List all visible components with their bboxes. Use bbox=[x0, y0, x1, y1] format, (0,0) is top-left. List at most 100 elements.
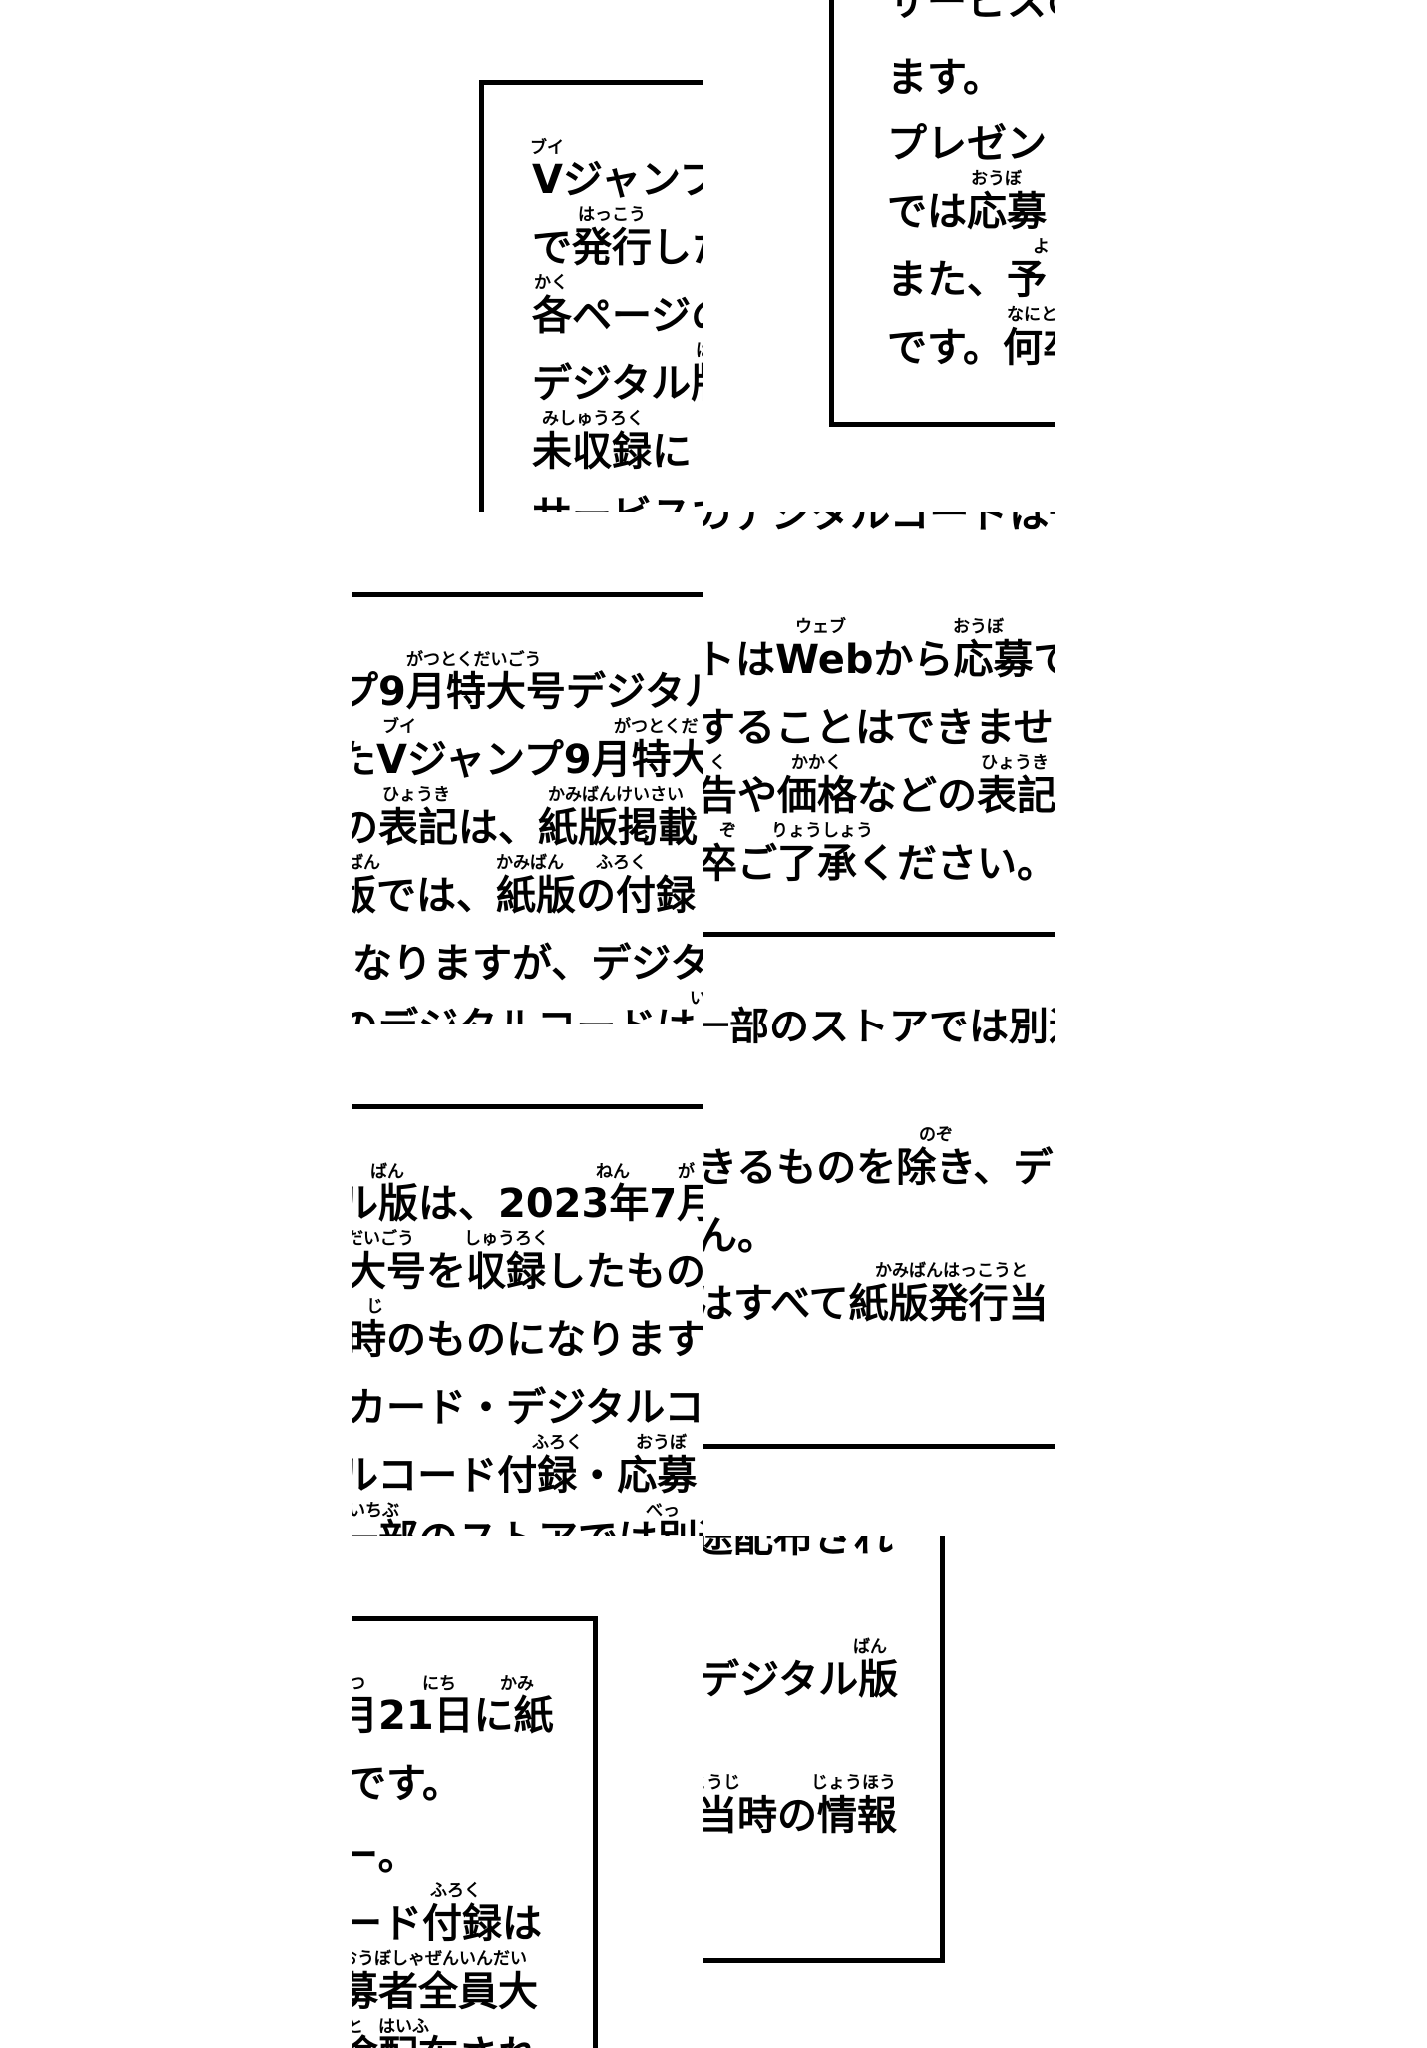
frame-top-rule bbox=[352, 1616, 598, 1621]
furigana: ばん bbox=[352, 853, 380, 873]
furigana: みしゅうろく bbox=[542, 409, 644, 429]
notice-text-line: サービスの bbox=[887, 0, 1055, 25]
furigana: おうぼ bbox=[953, 617, 1004, 637]
furigana: おうぼ bbox=[636, 1433, 687, 1453]
furigana: かかく bbox=[791, 753, 842, 773]
notice-text-line: また、予 bbox=[887, 257, 1047, 303]
notice-text-line: 一部のストアでは別途 bbox=[703, 1008, 1055, 1024]
notice-fragment-c: がつとくだいごう プ9月特大号デジタル ブイ がつとくだ たVジャンプ9月特大 … bbox=[352, 512, 703, 1024]
furigana: なにと bbox=[1007, 305, 1055, 325]
notice-text-line: デジタル版 bbox=[532, 361, 703, 407]
notice-fragment-a: ブイ Vジャンプ はっこう で発行した かく 各ページの は デジタル版 みしゅ… bbox=[0, 0, 703, 512]
furigana: つ bbox=[352, 1674, 365, 1694]
notice-text-line: カード・デジタルコー bbox=[352, 1385, 703, 1431]
notice-text-line: サービスで bbox=[532, 496, 703, 512]
notice-text-line: デジタル版 bbox=[703, 1657, 899, 1703]
furigana: い bbox=[690, 989, 703, 1009]
furigana: ぞ bbox=[719, 821, 736, 841]
notice-text-line: ん。 bbox=[703, 1213, 777, 1259]
notice-text-line: 時のものになります bbox=[352, 1317, 703, 1363]
notice-text-line: 卒ご了承ください。 bbox=[703, 841, 1055, 887]
furigana: かみばんけいさい bbox=[548, 785, 684, 805]
furigana: ウェブ bbox=[795, 617, 846, 637]
furigana: しゅうろく bbox=[464, 1229, 549, 1249]
frame-bottom-rule bbox=[703, 1444, 1055, 1449]
notice-text-line: 当時の情報 bbox=[703, 1793, 897, 1839]
furigana: が bbox=[678, 1162, 695, 1182]
furigana: りょうしょう bbox=[771, 821, 873, 841]
furigana: のぞ bbox=[919, 1125, 953, 1145]
furigana: べっ bbox=[646, 1501, 680, 1521]
notice-text-line: 未収録に bbox=[532, 429, 692, 475]
furigana: く bbox=[709, 753, 726, 773]
notice-text-line: Vジャンプ bbox=[532, 157, 703, 203]
notice-fragment-g: つ にち かみ 月21日に紙 です。 ー。 ふろく ード付録は おうぼしゃぜんい… bbox=[352, 1536, 703, 2048]
furigana: いちぶ bbox=[352, 1501, 399, 1521]
furigana: にち bbox=[422, 1674, 456, 1694]
furigana: は bbox=[696, 343, 703, 360]
furigana: かみばんはっこうと bbox=[875, 1261, 1028, 1281]
notice-text-line: はすべて紙版発行当 bbox=[703, 1281, 1049, 1327]
notice-text-line: 一部のストアでは別途 bbox=[703, 1024, 1055, 1049]
notice-text-line: 募者全員大 bbox=[352, 1969, 538, 2015]
notice-text-line: ル版は、2023年7月 bbox=[352, 1181, 703, 1227]
notice-text-line: 途配布され bbox=[703, 1536, 893, 1561]
notice-text-line: では応募 bbox=[887, 189, 1047, 235]
furigana: ひょうき bbox=[382, 785, 450, 805]
notice-text-line: 途配布され bbox=[352, 2036, 538, 2048]
furigana: よ bbox=[1033, 237, 1050, 257]
notice-frame bbox=[829, 0, 1055, 427]
notice-text-line: です。何卒 bbox=[887, 325, 1055, 371]
furigana: ブイ bbox=[530, 138, 564, 158]
furigana: じょうほう bbox=[811, 1773, 896, 1793]
furigana: がつとくだ bbox=[614, 717, 699, 737]
furigana: ねん bbox=[596, 1162, 630, 1182]
notice-text-line: のデジタルコードは bbox=[352, 1008, 696, 1024]
furigana: ふろく bbox=[596, 853, 647, 873]
furigana: ふろく bbox=[532, 1433, 583, 1453]
notice-text-line: きるものを除き、デ bbox=[703, 1145, 1054, 1191]
furigana: ブイ bbox=[382, 717, 416, 737]
notice-text-line: ルコード付録・応募 bbox=[352, 1453, 698, 1499]
notice-text-line: なりますが、デジタ bbox=[352, 941, 703, 987]
furigana: はっこう bbox=[578, 205, 646, 225]
furigana: だいごう bbox=[352, 1229, 414, 1249]
notice-text-line: ます。 bbox=[887, 55, 1003, 101]
furigana: おうぼ bbox=[971, 169, 1022, 189]
furigana: じ bbox=[366, 1297, 383, 1317]
furigana: ばん bbox=[853, 1637, 887, 1657]
frame-right-rule bbox=[593, 1616, 598, 2048]
notice-text-line: ード付録は bbox=[352, 1901, 542, 1947]
furigana: はいふ bbox=[378, 2017, 429, 2037]
notice-text-line: たVジャンプ9月特大 bbox=[352, 737, 703, 783]
notice-fragment-f: 一部のストアでは別途 のぞ きるものを除き、デ ん。 かみばんはっこうと はすべ… bbox=[703, 1024, 1055, 1536]
notice-frame bbox=[479, 80, 703, 512]
notice-text-line: ー。 bbox=[352, 1833, 418, 1879]
notice-text-line: のデジタルコードは一 bbox=[703, 512, 1055, 537]
notice-text-line: 月21日に紙 bbox=[352, 1693, 554, 1739]
notice-text-line: プ9月特大号デジタル bbox=[352, 669, 703, 715]
furigana: ふろく bbox=[430, 1881, 481, 1901]
notice-text-line: 告や価格などの表記 bbox=[703, 773, 1055, 819]
notice-fragment-e: ばん ねん が ル版は、2023年7月 だいごう しゅうろく 大号を収録したもの… bbox=[352, 1024, 703, 1536]
furigana: がつとくだいごう bbox=[406, 650, 542, 670]
notice-fragment-b: サービスの ます。 プレゼン おうぼ では応募 よ また、予 なにと です。何卒 bbox=[703, 0, 1055, 512]
frame-bottom-rule bbox=[703, 1958, 945, 1963]
notice-text-line: です。 bbox=[352, 1761, 462, 1807]
notice-text-line: プレゼン bbox=[887, 121, 1047, 167]
frame-top-rule bbox=[352, 1104, 703, 1109]
notice-text-line: の表記は、紙版掲載 bbox=[352, 805, 698, 851]
furigana: ひょうき bbox=[981, 753, 1049, 773]
frame-top-rule bbox=[352, 592, 703, 597]
notice-text-line: トはWebから応募で bbox=[703, 637, 1055, 683]
furigana: おうぼしゃぜんいんだい bbox=[352, 1949, 527, 1969]
notice-text-line: 一部のストアでは別途 bbox=[352, 1520, 703, 1536]
notice-fragment-h: 途配布され ばん デジタル版 とうじ じょうほう 当時の情報 bbox=[703, 1536, 945, 1963]
notice-text-line: で発行した bbox=[532, 225, 703, 271]
frame-bottom-rule bbox=[703, 932, 1055, 937]
notice-text-line: 各ページの bbox=[532, 293, 703, 339]
furigana: かみ bbox=[500, 1674, 534, 1694]
notice-text-line: 版では、紙版の付録 bbox=[352, 873, 696, 919]
furigana: とうじ bbox=[703, 1773, 740, 1793]
furigana: ばん bbox=[370, 1162, 404, 1182]
